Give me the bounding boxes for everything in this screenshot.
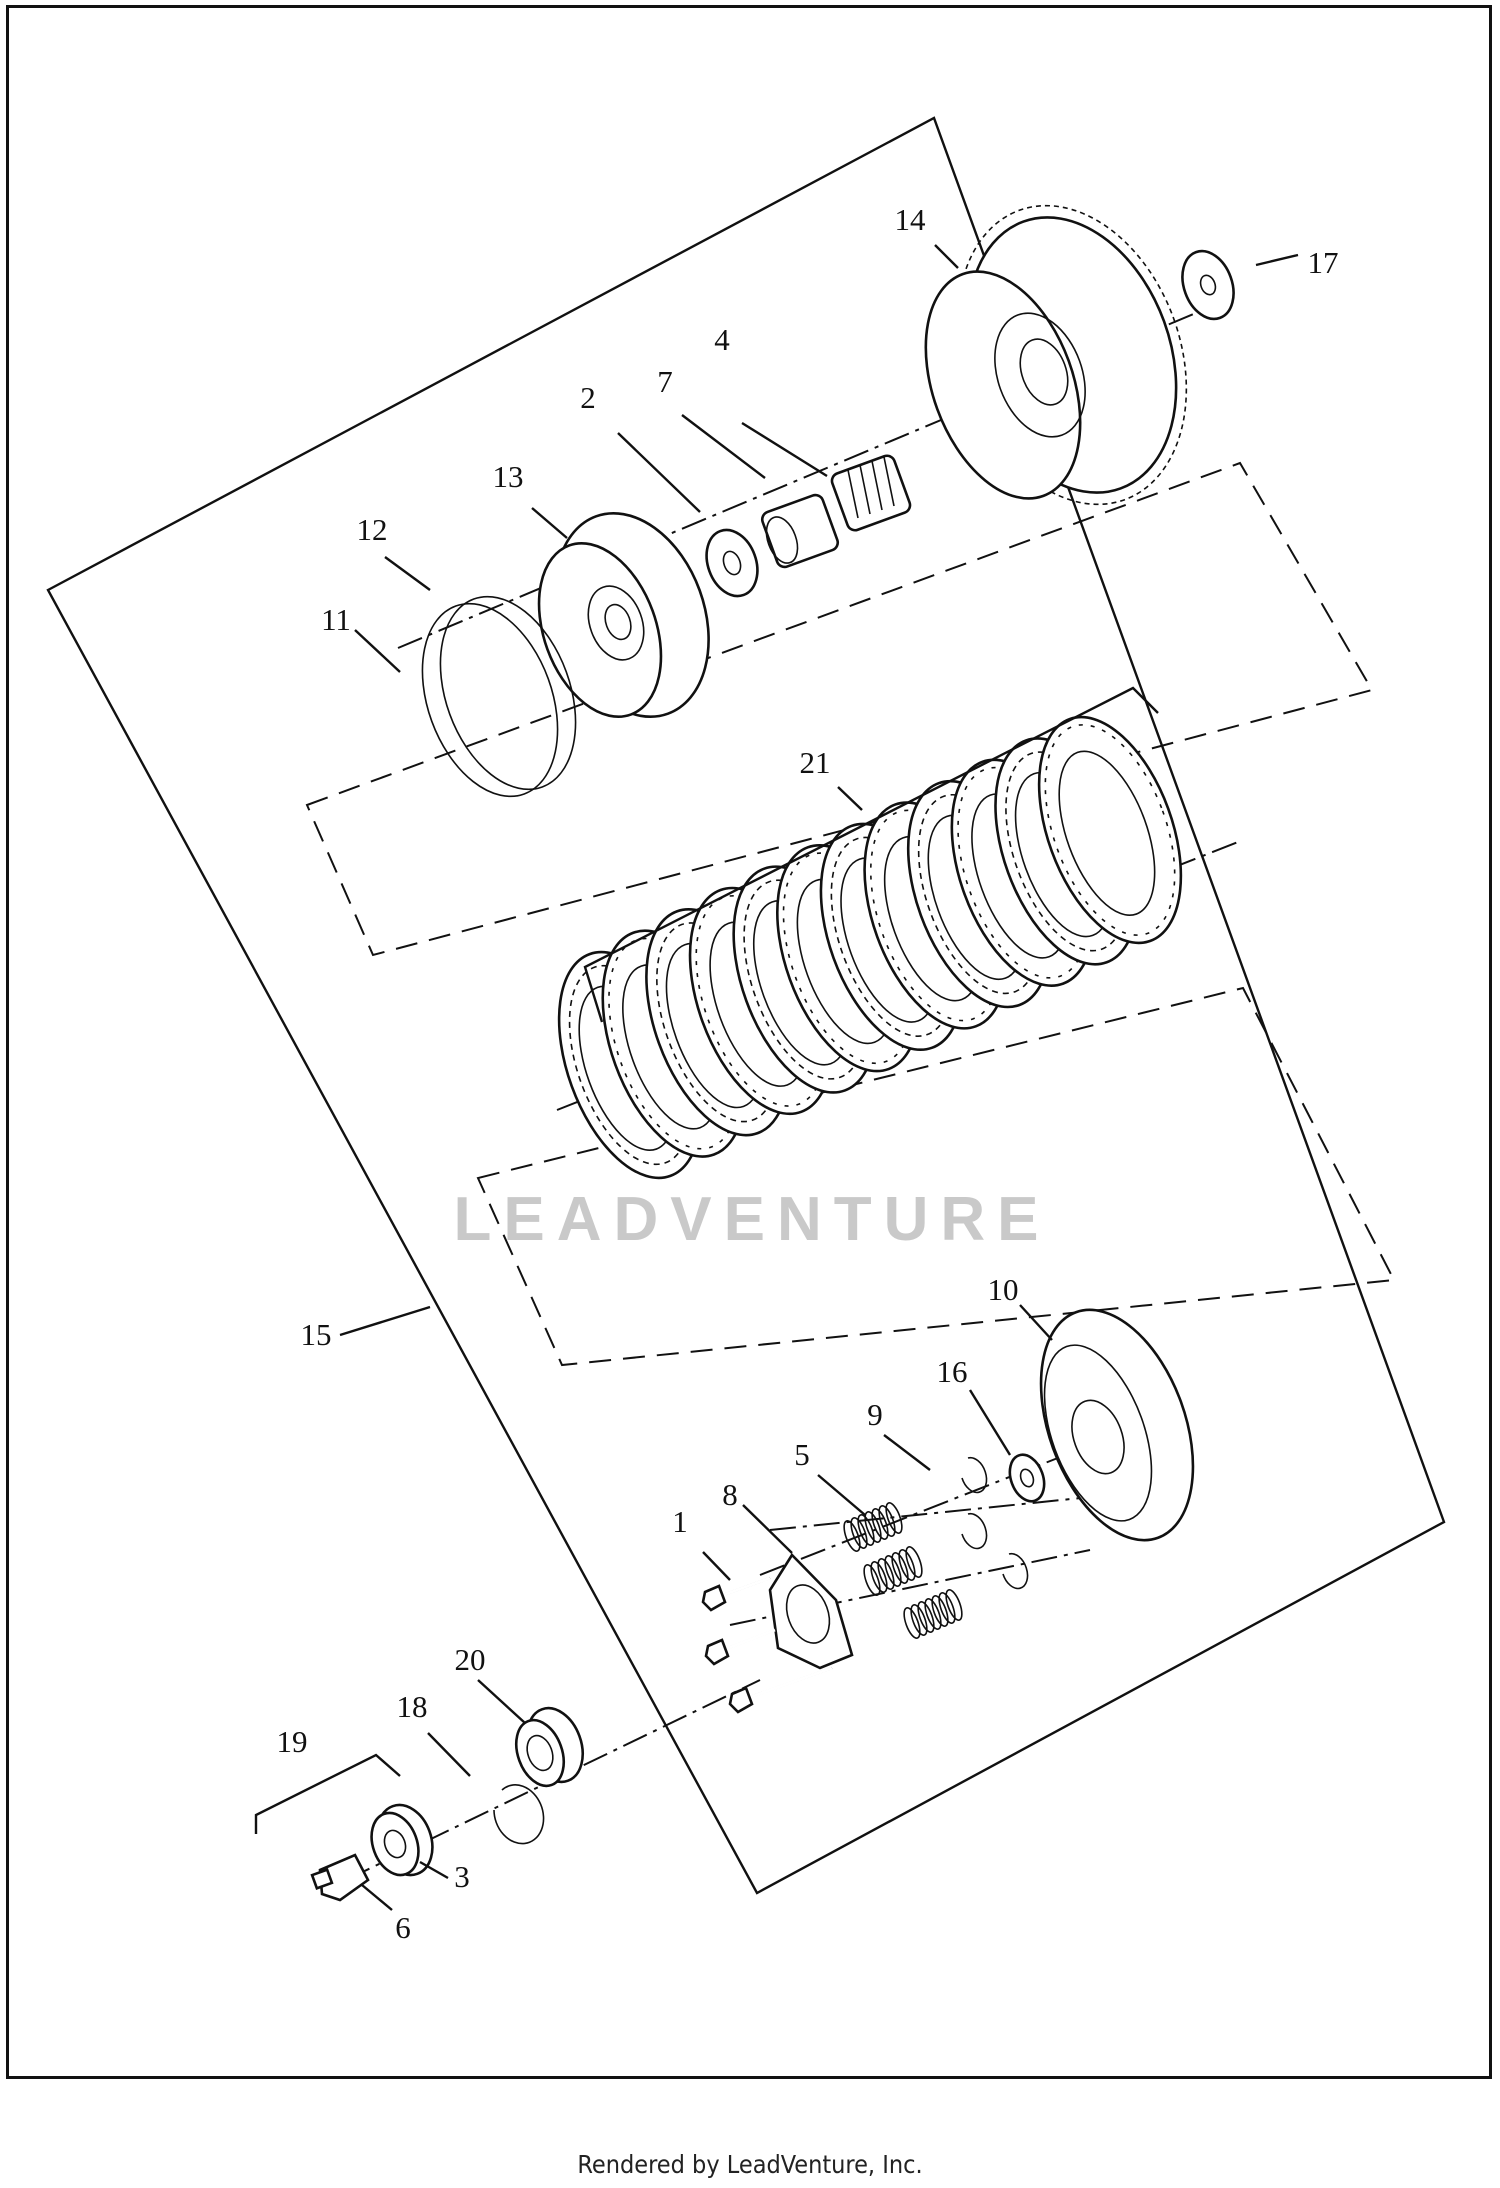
callout-9: 9 (867, 1397, 883, 1432)
washer-17 (1181, 249, 1235, 321)
spring-plate (768, 1552, 854, 1670)
callout-14: 14 (895, 202, 927, 237)
bracket-19 (254, 1753, 401, 1834)
bolt (728, 1666, 833, 1714)
assembly-outline (46, 116, 1446, 1895)
callout-2: 2 (580, 380, 596, 415)
clutch-hub (537, 512, 710, 719)
adjusting-screw (310, 1853, 370, 1902)
retaining-rings (421, 595, 577, 798)
callout-5: 5 (794, 1437, 810, 1472)
bolts (701, 1576, 833, 1714)
footer-credit: Rendered by LeadVenture, Inc. (577, 2150, 923, 2179)
spring (863, 1546, 923, 1596)
spring-clips (961, 1456, 1029, 1590)
callout-11: 11 (321, 602, 351, 637)
dashed-box-upper (305, 461, 1374, 957)
thrust-washer (705, 528, 759, 598)
callout-8: 8 (722, 1477, 738, 1512)
clutch-basket-gear (924, 204, 1188, 506)
callout-20: 20 (455, 1642, 486, 1677)
bearing (370, 1803, 434, 1877)
callout-12: 12 (357, 512, 388, 547)
retaining-ring-18 (493, 1784, 545, 1845)
callout-3: 3 (454, 1859, 470, 1894)
pressure-plate (1039, 1308, 1195, 1542)
callout-17: 17 (1308, 245, 1339, 280)
leader-lines (339, 244, 1299, 1911)
bushing (760, 493, 840, 569)
callout-4: 4 (714, 322, 730, 357)
callout-6: 6 (395, 1910, 411, 1945)
spring (843, 1502, 903, 1552)
adjuster-nut (514, 1706, 584, 1788)
dashed-box-lower (476, 986, 1396, 1367)
callout-15: 15 (301, 1317, 332, 1352)
callout-13: 13 (493, 459, 524, 494)
bolt (701, 1576, 771, 1612)
callout-18: 18 (397, 1689, 428, 1724)
watermark: LEADVENTURE (453, 1185, 1050, 1254)
callout-1: 1 (672, 1504, 688, 1539)
callout-16: 16 (937, 1354, 968, 1389)
clutch-exploded-diagram: LEADVENTURE (46, 116, 1446, 1945)
axis-lower-b (769, 1494, 1111, 1531)
callout-21: 21 (800, 745, 831, 780)
bracket-21 (583, 686, 1159, 1023)
callout-10: 10 (988, 1272, 1019, 1307)
washer-16 (1008, 1453, 1046, 1503)
needle-bearing (830, 454, 912, 532)
clutch-springs (843, 1502, 963, 1639)
bolt (704, 1628, 776, 1666)
callout-19: 19 (277, 1724, 308, 1759)
spring (903, 1589, 963, 1639)
callout-7: 7 (657, 364, 673, 399)
clutch-plate-stack (557, 715, 1183, 1180)
